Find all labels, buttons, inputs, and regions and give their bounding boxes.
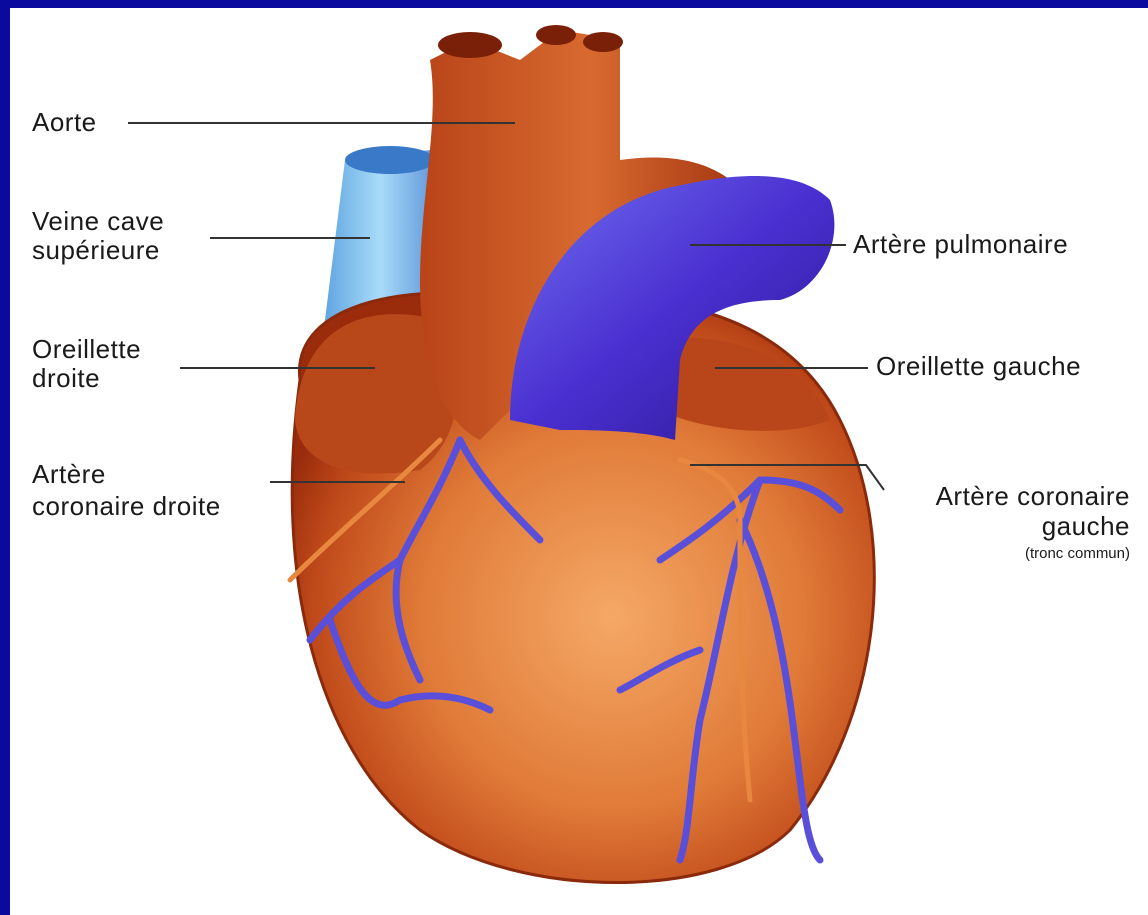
label-tronc-commun: (tronc commun) xyxy=(920,545,1130,563)
label-artere-coronaire-gauche-line2: gauche xyxy=(880,512,1130,541)
label-artere-coronaire-droite-line1: Artère xyxy=(32,460,106,489)
aorta-branch-1 xyxy=(438,32,502,58)
label-aorte: Aorte xyxy=(32,108,97,137)
label-artere-coronaire-gauche-line1: Artère coronaire xyxy=(880,482,1130,511)
label-artere-pulmonaire: Artère pulmonaire xyxy=(853,230,1068,259)
label-oreillette-droite-line1: Oreillette xyxy=(32,335,141,364)
aorta-branch-3 xyxy=(583,32,623,52)
label-oreillette-droite-line2: droite xyxy=(32,364,100,393)
label-veine-cave-line1: Veine cave xyxy=(32,207,164,236)
aorta-branch-2 xyxy=(536,25,576,45)
label-veine-cave-line2: supérieure xyxy=(32,236,160,265)
label-artere-coronaire-droite-line2: coronaire droite xyxy=(32,492,221,521)
vena-cava-opening xyxy=(345,146,435,174)
label-oreillette-gauche: Oreillette gauche xyxy=(876,352,1081,381)
